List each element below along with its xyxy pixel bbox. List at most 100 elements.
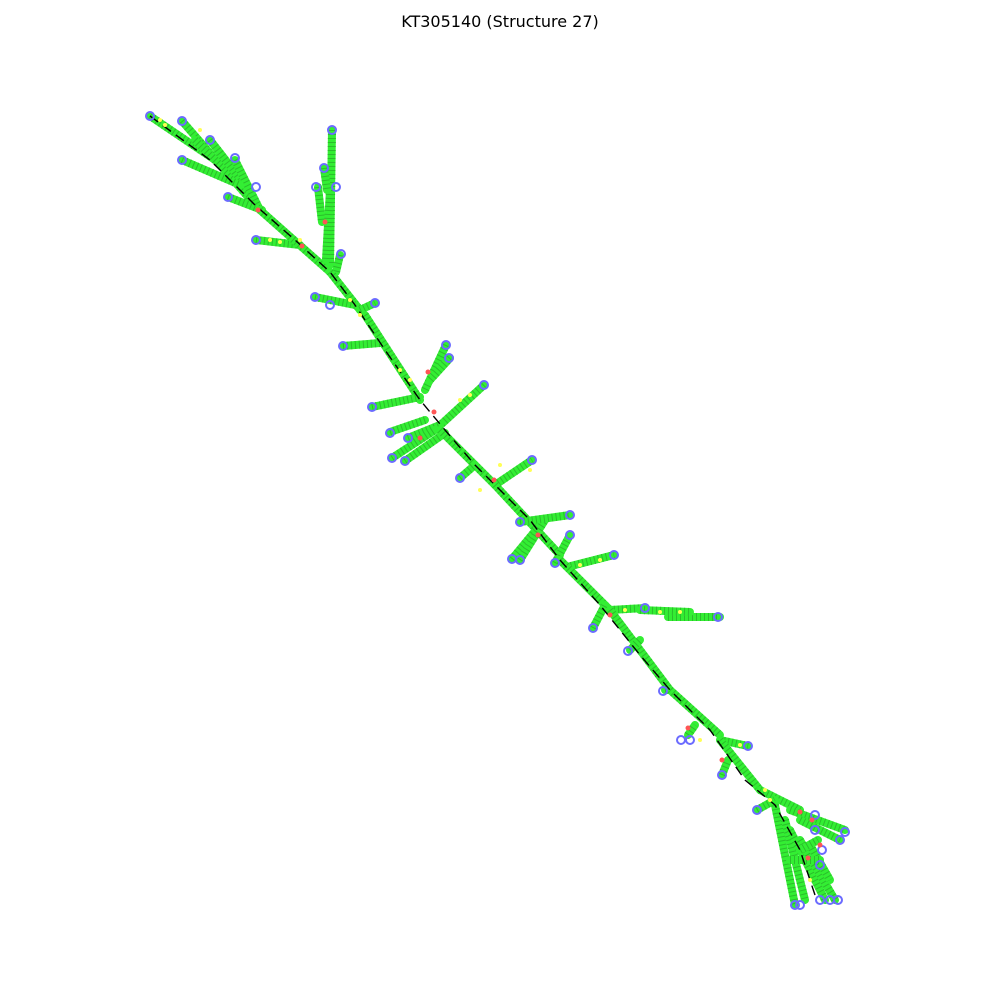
hairpin-loop [840, 827, 850, 837]
unpaired-base [658, 610, 662, 614]
internal-loop-mark [805, 855, 811, 861]
hairpin-loop [685, 735, 695, 745]
hairpin-loop [515, 517, 525, 527]
helix-base-pairs [206, 137, 249, 188]
helix-base-pairs [781, 819, 809, 901]
unpaired-base [578, 563, 582, 567]
helix-stem [796, 836, 822, 854]
hairpin-loop [815, 860, 825, 870]
unpaired-base [478, 488, 482, 492]
hairpin-loop [717, 770, 727, 780]
unpaired-base [298, 238, 302, 242]
hairpin-loop [676, 735, 686, 745]
hairpin-loop [640, 603, 650, 613]
hairpin-loop [515, 555, 525, 565]
helix-base-pairs [566, 551, 615, 571]
hairpin-loop [223, 192, 233, 202]
helix-base-pairs [437, 427, 498, 488]
hairpin-loop [441, 340, 451, 350]
unpaired-base [623, 608, 627, 612]
hairpin-loop [752, 805, 762, 815]
helix-stem [191, 136, 259, 204]
hairpin-loop [319, 163, 329, 173]
internal-loop-mark [797, 809, 803, 815]
hairpin-loop [455, 473, 465, 483]
helix-base-pairs [606, 607, 674, 693]
hairpin-loop [251, 235, 261, 245]
hairpin-loop [331, 182, 341, 192]
hairpin-loop [327, 125, 337, 135]
hairpin-loop [400, 456, 410, 466]
hairpin-loop [609, 550, 619, 560]
internal-loop-mark [535, 532, 541, 538]
helix-base-pairs [457, 461, 478, 482]
helix-base-pairs [771, 804, 799, 906]
helix-stem [756, 786, 804, 814]
hairpin-loop [403, 433, 413, 443]
unpaired-base [678, 610, 682, 614]
helix-base-pairs [667, 687, 723, 738]
unpaired-base [278, 240, 282, 244]
hairpin-loop [336, 249, 346, 259]
hairpin-loop [251, 182, 261, 192]
internal-loop-mark [417, 435, 423, 441]
hairpin-loop [743, 741, 753, 751]
hairpin-loop [658, 686, 668, 696]
helix-stem [431, 381, 488, 434]
hairpin-loop [370, 298, 380, 308]
hairpin-loop [795, 900, 805, 910]
helix-stem [314, 183, 326, 226]
internal-loop-mark [299, 243, 305, 249]
unpaired-base [158, 118, 162, 122]
figure-title: KT305140 (Structure 27) [401, 12, 599, 31]
hairpin-loop [310, 292, 320, 302]
hairpin-loop [550, 558, 560, 568]
helix-stem [386, 416, 429, 436]
unpaired-base [498, 463, 502, 467]
hairpin-loop [810, 810, 820, 820]
helix-stem [322, 186, 334, 264]
unpaired-base [163, 123, 167, 127]
internal-loop-mark [255, 207, 261, 213]
helix-base-pairs [371, 393, 421, 411]
hairpin-loop [835, 835, 845, 845]
hairpin-loop [444, 353, 454, 363]
hairpin-loop [713, 612, 723, 622]
hairpin-loop [387, 453, 397, 463]
hairpin-loop [815, 895, 825, 905]
hairpin-loop [810, 825, 820, 835]
helix-stem [224, 193, 266, 214]
unpaired-base [268, 238, 272, 242]
internal-loop-mark [425, 369, 431, 375]
unpaired-base [408, 378, 412, 382]
hairpin-loop [833, 895, 843, 905]
unpaired-base [768, 798, 772, 802]
hairpin-loop [230, 153, 240, 163]
hairpin-loop [177, 116, 187, 126]
hairpin-loop [205, 135, 215, 145]
unpaired-base [468, 393, 472, 397]
hairpin-loop [565, 530, 575, 540]
hairpin-loop [790, 900, 800, 910]
helix-base-pairs [788, 806, 847, 834]
internal-loop-mark [607, 612, 613, 618]
unpaired-base [698, 738, 702, 742]
hairpin-loop [527, 455, 537, 465]
backbone-line [149, 115, 816, 896]
helix-base-pairs [361, 312, 424, 403]
helix-stem [339, 339, 384, 350]
hairpin-loop [623, 646, 633, 656]
helix-base-pairs [519, 511, 571, 526]
unpaired-base [528, 468, 532, 472]
hairpin-loop [325, 300, 335, 310]
helix-stem [231, 156, 264, 214]
unpaired-base [458, 398, 462, 402]
unpaired-base [598, 558, 602, 562]
helix-base-pairs [332, 254, 344, 273]
helix-base-pairs [716, 737, 764, 793]
unpaired-base [763, 788, 767, 792]
unpaired-base [358, 313, 362, 317]
helix-stem [556, 556, 614, 614]
helix-stem [361, 311, 424, 404]
